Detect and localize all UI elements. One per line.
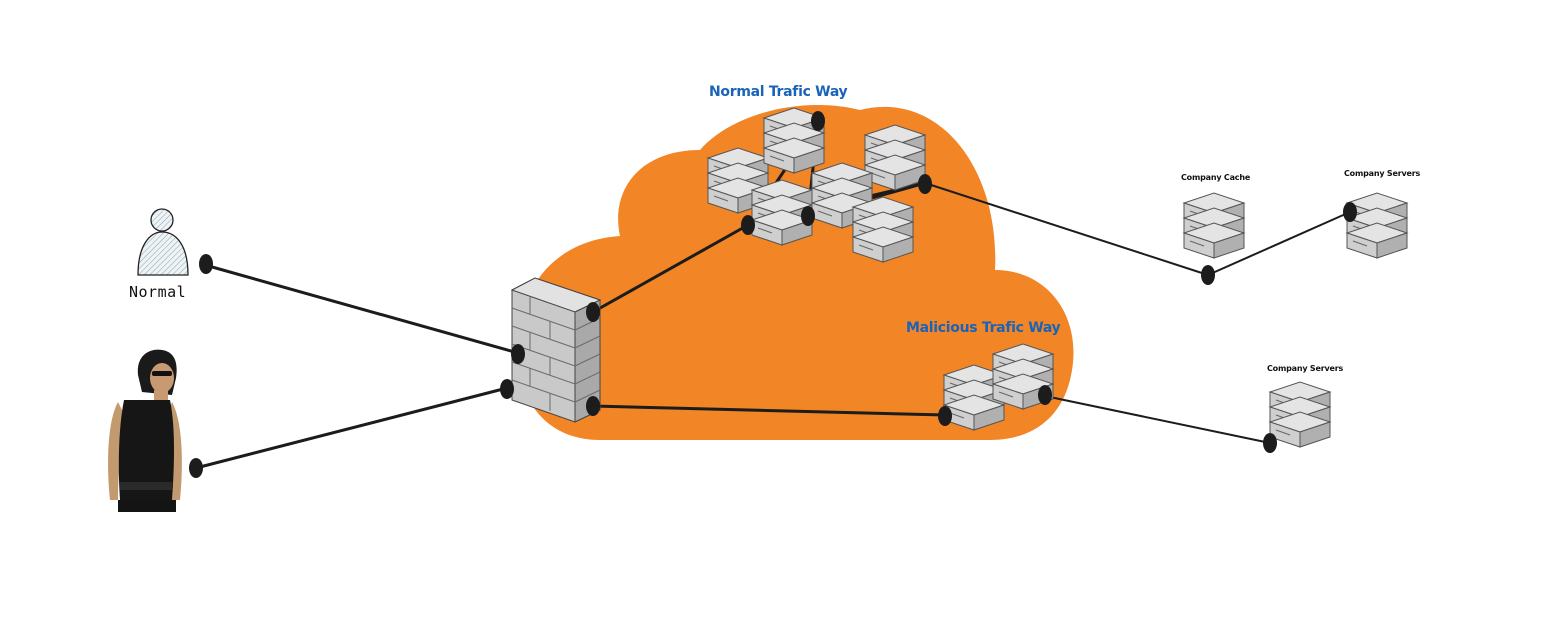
line-cluster-to-cache	[924, 182, 1209, 276]
malicious-traffic-way-label: Malicious Trafic Way	[906, 320, 1061, 336]
line-normal-to-firewall	[204, 263, 519, 355]
user-icon	[137, 208, 189, 276]
normal-user-label: Normal	[129, 283, 187, 301]
company-cache-server	[1184, 193, 1244, 258]
line-attacker-to-firewall	[195, 386, 508, 470]
attacker-figure	[108, 349, 182, 512]
line-firewall-to-malicious	[592, 404, 946, 417]
cloud-shape	[518, 104, 1074, 440]
firewall-icon	[510, 277, 602, 423]
company-servers-top	[1347, 193, 1407, 258]
line-cache-to-servers	[1207, 211, 1351, 276]
line-firewall-to-normal-cluster	[592, 223, 749, 314]
company-servers-bottom	[1270, 382, 1330, 447]
company-servers-bottom-label: Company Servers	[1267, 364, 1344, 373]
company-servers-top-label: Company Servers	[1344, 169, 1421, 178]
line-malicious-to-servers	[1044, 395, 1271, 444]
company-cache-label: Company Cache	[1181, 173, 1251, 182]
connector-dots	[189, 111, 1357, 478]
normal-traffic-way-label: Normal Trafic Way	[709, 84, 848, 100]
